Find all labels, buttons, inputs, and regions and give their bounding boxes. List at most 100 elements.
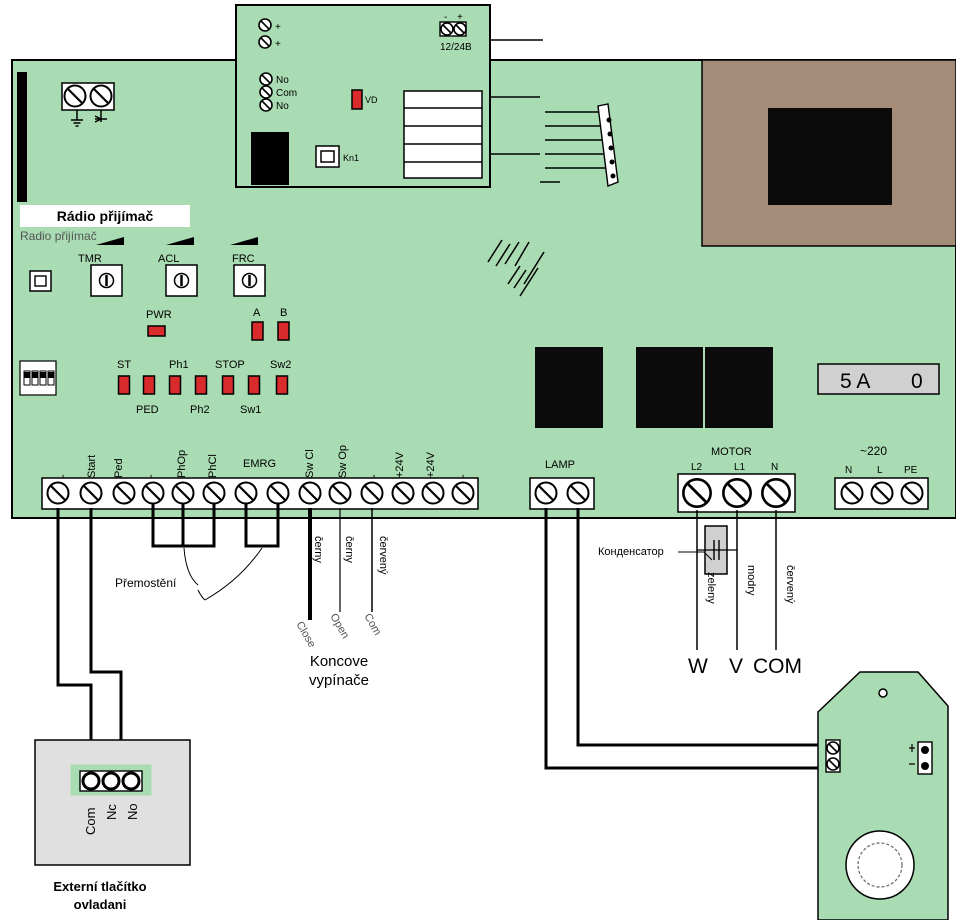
lamp-bulb: [845, 830, 915, 900]
button-box-caption: Externí tlačítko ovladani: [30, 878, 170, 914]
bridge-label: Přemostění: [115, 576, 177, 590]
antenna-icon: [94, 110, 107, 123]
learn-button-label: Kn1: [343, 153, 359, 163]
motor-label: MOTOR: [711, 446, 752, 458]
trimmer-tmr[interactable]: TMR: [78, 237, 124, 297]
antenna-terminal: [61, 82, 115, 111]
relay-pin-com: Com: [276, 88, 297, 99]
receiver-black-block: [251, 132, 289, 185]
led-ped-label: PED: [136, 404, 159, 416]
polarity-plus: +: [457, 12, 463, 23]
dip-switch[interactable]: [19, 360, 57, 396]
pwr-led: [147, 325, 166, 337]
button-box: [34, 739, 191, 866]
limit-end-label: Com: [361, 612, 383, 638]
terminal-label: +24V: [425, 451, 437, 478]
fuse-value: 5 A: [840, 370, 870, 393]
button-box-terminal: [70, 764, 152, 796]
wire-color-label: modry: [745, 565, 757, 596]
relay-2: [636, 347, 703, 428]
pwr-led-label: PWR: [146, 309, 172, 321]
terminal-label: Start: [86, 455, 98, 478]
button-pin-label: No: [125, 803, 140, 820]
terminal-label: +24V: [394, 451, 406, 478]
receiver-led: [351, 89, 363, 110]
motor-terminal-block: [677, 473, 796, 513]
led-a: [251, 321, 264, 341]
terminal-label: PhOp: [176, 450, 188, 478]
board-header: [597, 103, 619, 187]
motor-pin-label: L2: [691, 462, 703, 473]
led-b: [277, 321, 290, 341]
capacitor-pointer: [678, 551, 713, 561]
trimmer-label: ACL: [158, 253, 179, 265]
led-st-label: ST: [117, 359, 131, 371]
button-caption-line: ovladani: [73, 897, 127, 912]
terminal-label: Sw Op: [337, 445, 349, 478]
limit-end-label: Open: [327, 612, 351, 641]
motor-pin-label: N: [771, 462, 778, 473]
transformer-core: [768, 108, 892, 205]
led-a-label: A: [253, 307, 261, 319]
supply-voltage-label: 12/24B: [440, 42, 472, 53]
bridge-wires: [151, 503, 280, 548]
motor-pin-label: L1: [734, 462, 746, 473]
receiver-supply-terminal: - + 12/24B: [439, 12, 472, 53]
trimmer-label: FRC: [232, 253, 255, 265]
receiver-led-label: VD: [365, 95, 378, 105]
power-terminal-block: [834, 477, 929, 510]
led-ph2-label: Ph2: [190, 404, 210, 416]
lamp-label: LAMP: [545, 459, 575, 471]
antenna-bar: [17, 72, 27, 202]
pin-label: +: [275, 22, 281, 33]
lamp-mount-hole: [878, 688, 888, 698]
limit-switch-caption: Koncove vypínače: [294, 652, 384, 690]
ground-icon: [71, 110, 83, 127]
receiver-relay-terminal: No Com No: [259, 72, 297, 112]
power-pin-label: PE: [904, 465, 918, 476]
button-pin-label: Com: [83, 808, 98, 835]
trimmer-frc[interactable]: FRC: [230, 237, 266, 297]
motor-wire-label: COM: [753, 655, 802, 678]
relay-pin-no: No: [276, 101, 289, 112]
fuse-symbol: 0: [911, 370, 923, 393]
terminal-label: -: [368, 474, 380, 478]
connector-wires: [490, 96, 608, 183]
button-caption-line: Externí tlačítko: [53, 879, 147, 894]
pin-label: +: [275, 39, 281, 50]
power-pin-label: N: [845, 465, 852, 476]
wire-color-label: černy: [343, 536, 355, 563]
wire-color-label: černy: [312, 536, 324, 563]
wire-color-label: zeleny: [705, 572, 717, 604]
power-pin-label: L: [877, 465, 883, 476]
led-b-label: B: [280, 307, 287, 319]
control-terminal-block: [41, 477, 479, 510]
terminal-label: Sw Cl: [304, 449, 316, 478]
reset-button[interactable]: [29, 270, 52, 292]
capacitor-label: Конденсатор: [598, 546, 664, 558]
led-sw2-label: Sw2: [270, 359, 291, 371]
lamp-wires: [544, 508, 826, 770]
lamp-board-switch: [909, 741, 933, 775]
terminal-label: -: [145, 474, 157, 478]
terminal-label: EMRG: [243, 458, 276, 470]
terminal-label: -: [457, 474, 469, 478]
terminal-label: Ped: [113, 458, 125, 478]
led-ph1-label: Ph1: [169, 359, 189, 371]
capacitor: [697, 525, 737, 575]
learn-button[interactable]: [315, 145, 340, 168]
led-stop-label: STOP: [215, 359, 245, 371]
control-terminal-labels: - Start Ped - PhOp PhCl EMRG Sw Cl Sw Op…: [57, 445, 469, 478]
relay-3: [705, 347, 773, 428]
trimmer-acl[interactable]: ACL: [158, 237, 198, 297]
receiver-power-terminal: + +: [258, 18, 281, 50]
hatch-marks: [487, 239, 545, 297]
relay-1: [535, 347, 603, 428]
bridge-pointers: [183, 547, 263, 601]
button-pin-label: Nc: [104, 804, 119, 820]
power-label: ~220: [860, 444, 887, 458]
polarity-minus: -: [444, 12, 447, 23]
relay-pin-no: No: [276, 75, 289, 86]
fuse: 5 A 0: [817, 363, 940, 395]
